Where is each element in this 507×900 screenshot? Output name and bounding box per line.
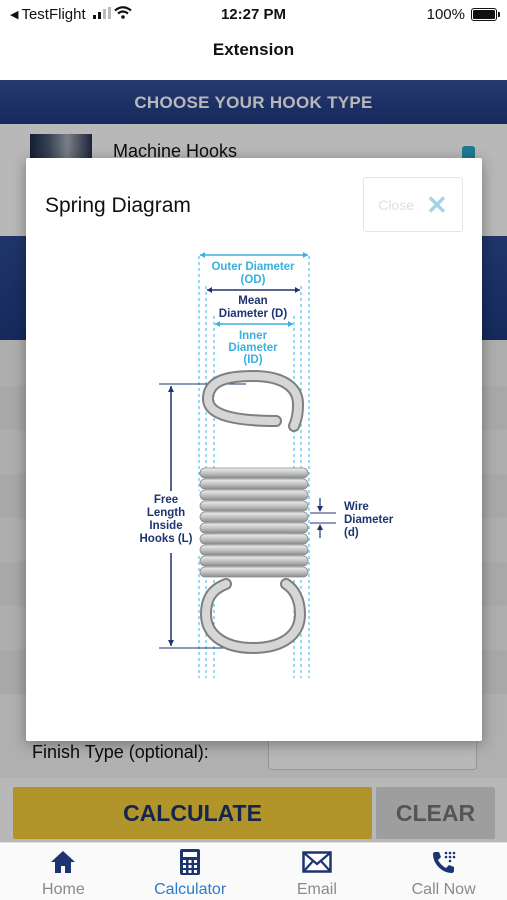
home-icon <box>0 848 127 876</box>
battery-icon <box>471 8 500 21</box>
clock: 12:27 PM <box>220 6 287 23</box>
tab-call-now[interactable]: Call Now <box>380 843 507 900</box>
finish-type-label: Finish Type (optional): <box>32 742 209 762</box>
spring-coils <box>199 467 309 578</box>
battery-status: 100% <box>426 6 500 23</box>
wifi-icon <box>113 6 132 23</box>
battery-percent: 100% <box>426 6 465 23</box>
signal-icon <box>92 6 111 23</box>
email-icon <box>254 848 381 876</box>
close-button[interactable]: Close ✕ <box>363 177 463 232</box>
status-bar: ◀ TestFlight 12:27 PM 100% <box>0 0 507 30</box>
tab-email[interactable]: Email <box>254 843 381 900</box>
back-app-label: TestFlight <box>21 6 86 23</box>
clear-button[interactable]: CLEAR <box>376 787 495 839</box>
page-title: Extension <box>212 40 295 59</box>
spring-diagram-modal: Spring Diagram Close ✕ Outer Diameter(OD… <box>26 158 482 741</box>
tab-calculator-label: Calculator <box>154 881 227 898</box>
hook-option-label: Machine Hooks <box>113 141 238 161</box>
tab-call-now-label: Call Now <box>411 881 476 898</box>
tab-email-label: Email <box>296 881 337 898</box>
hook-type-banner: CHOOSE YOUR HOOK TYPE <box>0 80 507 124</box>
phone-icon <box>380 848 507 876</box>
tab-home[interactable]: Home <box>0 843 127 900</box>
back-arrow-icon: ◀ <box>10 9 19 21</box>
back-to-app[interactable]: ◀ TestFlight <box>10 6 132 23</box>
tab-bar: Home Calculator Email Call Now <box>0 842 507 900</box>
outer-diameter-label: Outer Diameter(OD) <box>211 261 295 286</box>
tab-calculator[interactable]: Calculator <box>127 843 254 900</box>
modal-title: Spring Diagram <box>45 194 191 217</box>
close-label: Close <box>378 196 414 213</box>
close-icon: ✕ <box>426 189 448 220</box>
calculate-button[interactable]: CALCULATE <box>13 787 372 839</box>
tab-home-label: Home <box>42 881 85 898</box>
calculator-icon <box>127 848 254 876</box>
